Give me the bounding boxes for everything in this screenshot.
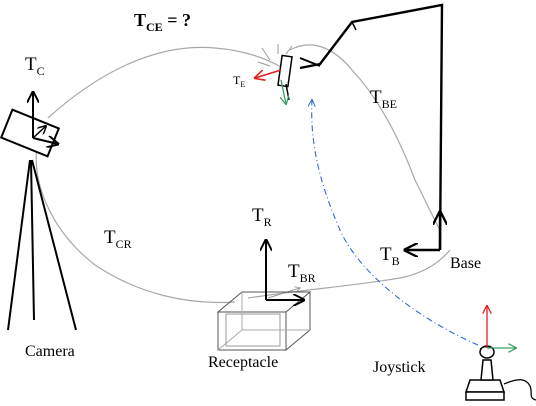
camera — [0, 108, 77, 331]
end-effector-frame-label: TE — [233, 73, 245, 89]
camera-frame-label: TC — [25, 54, 45, 78]
receptacle-frame-label: TR — [252, 205, 272, 229]
camera-to-end-effector-curve — [47, 46, 284, 119]
title-label: TCE = ? — [134, 10, 191, 34]
camera-to-receptacle-label: TCR — [104, 227, 132, 251]
base-to-receptacle-arrow — [267, 288, 300, 299]
joystick-icon — [464, 345, 536, 401]
joystick-link-line — [312, 100, 479, 346]
receptacle-box — [216, 291, 312, 351]
gripper-rays — [257, 44, 293, 67]
camera-label: Camera — [25, 343, 75, 360]
gripper — [277, 54, 321, 101]
receptacle-label: Receptacle — [208, 354, 278, 371]
base-to-end-effector-curve — [289, 44, 441, 231]
camera-x-axis — [32, 138, 58, 144]
base-to-end-effector-label: TBE — [370, 87, 397, 111]
camera-y-axis — [32, 126, 46, 139]
base-to-receptacle-curve — [247, 249, 451, 299]
base-frame-label: TB — [380, 244, 400, 268]
end-effector-x-axis — [255, 69, 282, 78]
base-label: Base — [450, 255, 481, 272]
end-effector-y-axis — [281, 79, 286, 104]
base-to-receptacle-label: TBR — [288, 261, 316, 285]
robot-arm — [299, 3, 444, 251]
camera-to-receptacle-curve — [35, 139, 236, 304]
joystick-label: Joystick — [373, 359, 425, 376]
